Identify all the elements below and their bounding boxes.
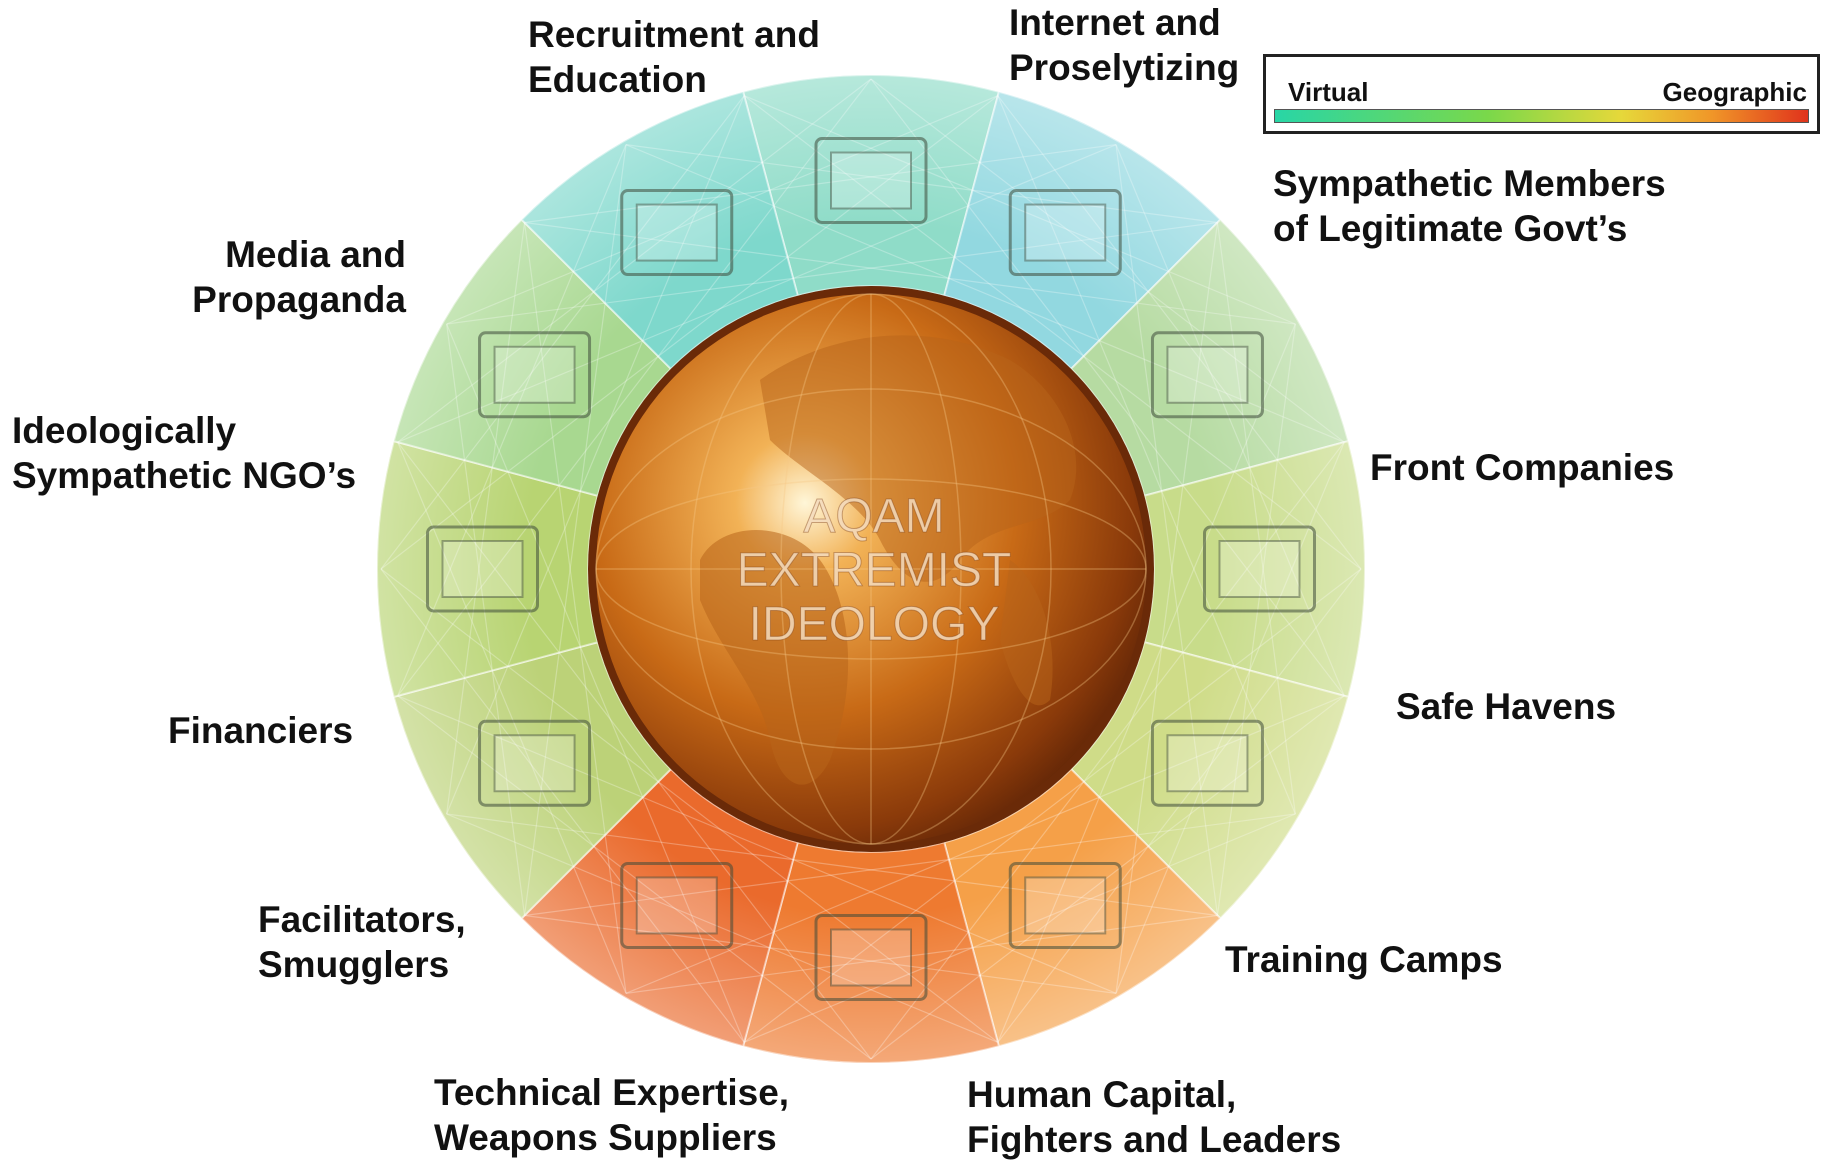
computer-city-icon xyxy=(1150,331,1264,419)
money-person-icon xyxy=(478,331,592,419)
center-title-line-2: EXTREMIST xyxy=(737,544,1012,597)
legend-right-label: Geographic xyxy=(1662,77,1807,107)
label-human-capital: Human Capital, Fighters and Leaders xyxy=(967,1074,1342,1160)
legend-gradient-bar xyxy=(1274,109,1809,123)
tv-tower-icon xyxy=(620,189,734,277)
label-media: Media and Propaganda xyxy=(192,234,406,320)
weapons-icon xyxy=(620,861,734,949)
fighter-icon xyxy=(814,914,928,1001)
center-title-line-3: IDEOLOGY xyxy=(749,598,1000,651)
label-financiers: Financiers xyxy=(168,710,354,751)
label-facilitators: Facilitators, Smugglers xyxy=(258,899,466,985)
label-front-companies: Front Companies xyxy=(1370,447,1675,488)
classroom-icon xyxy=(814,137,928,224)
legend: Virtual Geographic xyxy=(1263,54,1820,134)
label-recruitment: Recruitment and Education xyxy=(528,14,820,100)
center-title-line-1: AQAM xyxy=(803,490,944,543)
truck-map-icon xyxy=(478,719,592,807)
camels-passport-icon xyxy=(426,525,539,613)
label-internet: Internet and Proselytizing xyxy=(1009,2,1240,88)
label-training-camps: Training Camps xyxy=(1225,939,1503,980)
globe-grid xyxy=(595,293,1147,845)
label-safe-havens: Safe Havens xyxy=(1396,686,1617,727)
continent-eurasia xyxy=(760,335,1077,582)
label-sympathetic-govts: Sympathetic Members of Legitimate Govt’s xyxy=(1273,163,1666,249)
government-building-icon xyxy=(1150,719,1264,807)
label-ngos: Ideologically Sympathetic NGO’s xyxy=(12,410,357,496)
computer-icon xyxy=(1008,189,1122,277)
factory-icon xyxy=(1203,525,1316,613)
label-technical-expertise: Technical Expertise, Weapons Suppliers xyxy=(434,1072,790,1158)
continent-africa xyxy=(700,530,849,785)
segment-icons xyxy=(426,137,1316,1001)
globe: AQAM EXTREMIST IDEOLOGY xyxy=(588,286,1154,852)
continent-india xyxy=(1000,560,1053,706)
tent-palm-icon xyxy=(1008,861,1122,949)
legend-left-label: Virtual xyxy=(1288,77,1369,107)
